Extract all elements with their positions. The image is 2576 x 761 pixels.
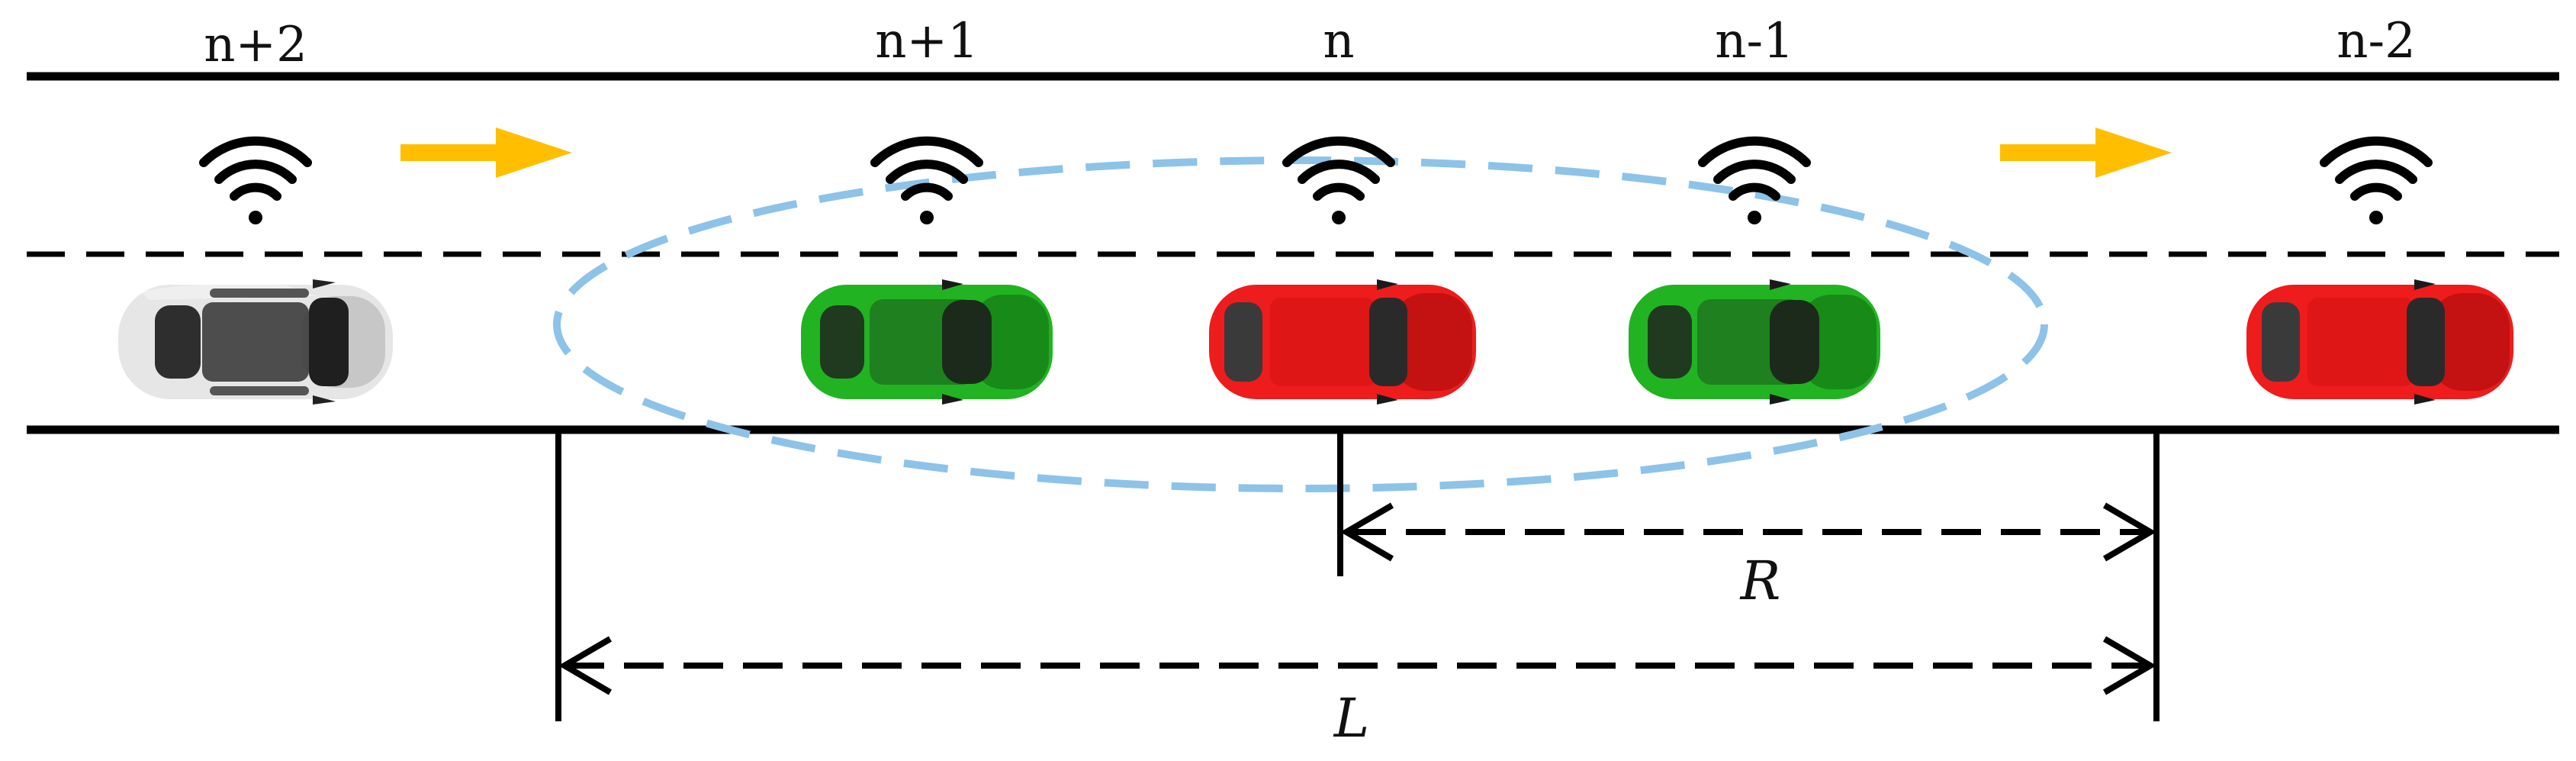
length-label-L: L [1333,687,1369,750]
direction-arrow-icon [2000,127,2172,178]
dimension-arrow-L [558,636,2156,695]
wifi-icon [199,136,312,224]
vehicle-label: n [1323,13,1354,69]
car-top-view-icon [801,279,1053,405]
vehicle-label: n-2 [2336,13,2416,69]
wifi-icon [1282,136,1395,224]
car-top-view-icon [1629,279,1880,405]
car-top-view-icon [2246,279,2513,405]
car-top-view-icon [1209,279,1476,405]
vehicle-n: n [1209,13,1476,405]
vehicle-label: n-1 [1715,13,1794,69]
vehicle-n-minus-1: n-1 [1629,13,1880,405]
direction-arrow-icon [400,127,572,178]
vehicle-n-minus-2: n-2 [2246,13,2513,405]
wifi-icon [1698,136,1811,224]
wifi-icon [870,136,983,224]
vehicle-n-plus-1: n+1 [801,13,1053,405]
vehicle-label: n+2 [204,17,307,73]
range-label-R: R [1739,550,1781,612]
vehicle-label: n+1 [875,13,979,69]
car-top-view-icon [118,279,393,405]
dimension-arrow-R [1340,502,2156,562]
communication-range-ellipse [553,156,2048,492]
wifi-icon [2320,136,2433,224]
vehicle-n-plus-2: n+2 [118,17,393,405]
